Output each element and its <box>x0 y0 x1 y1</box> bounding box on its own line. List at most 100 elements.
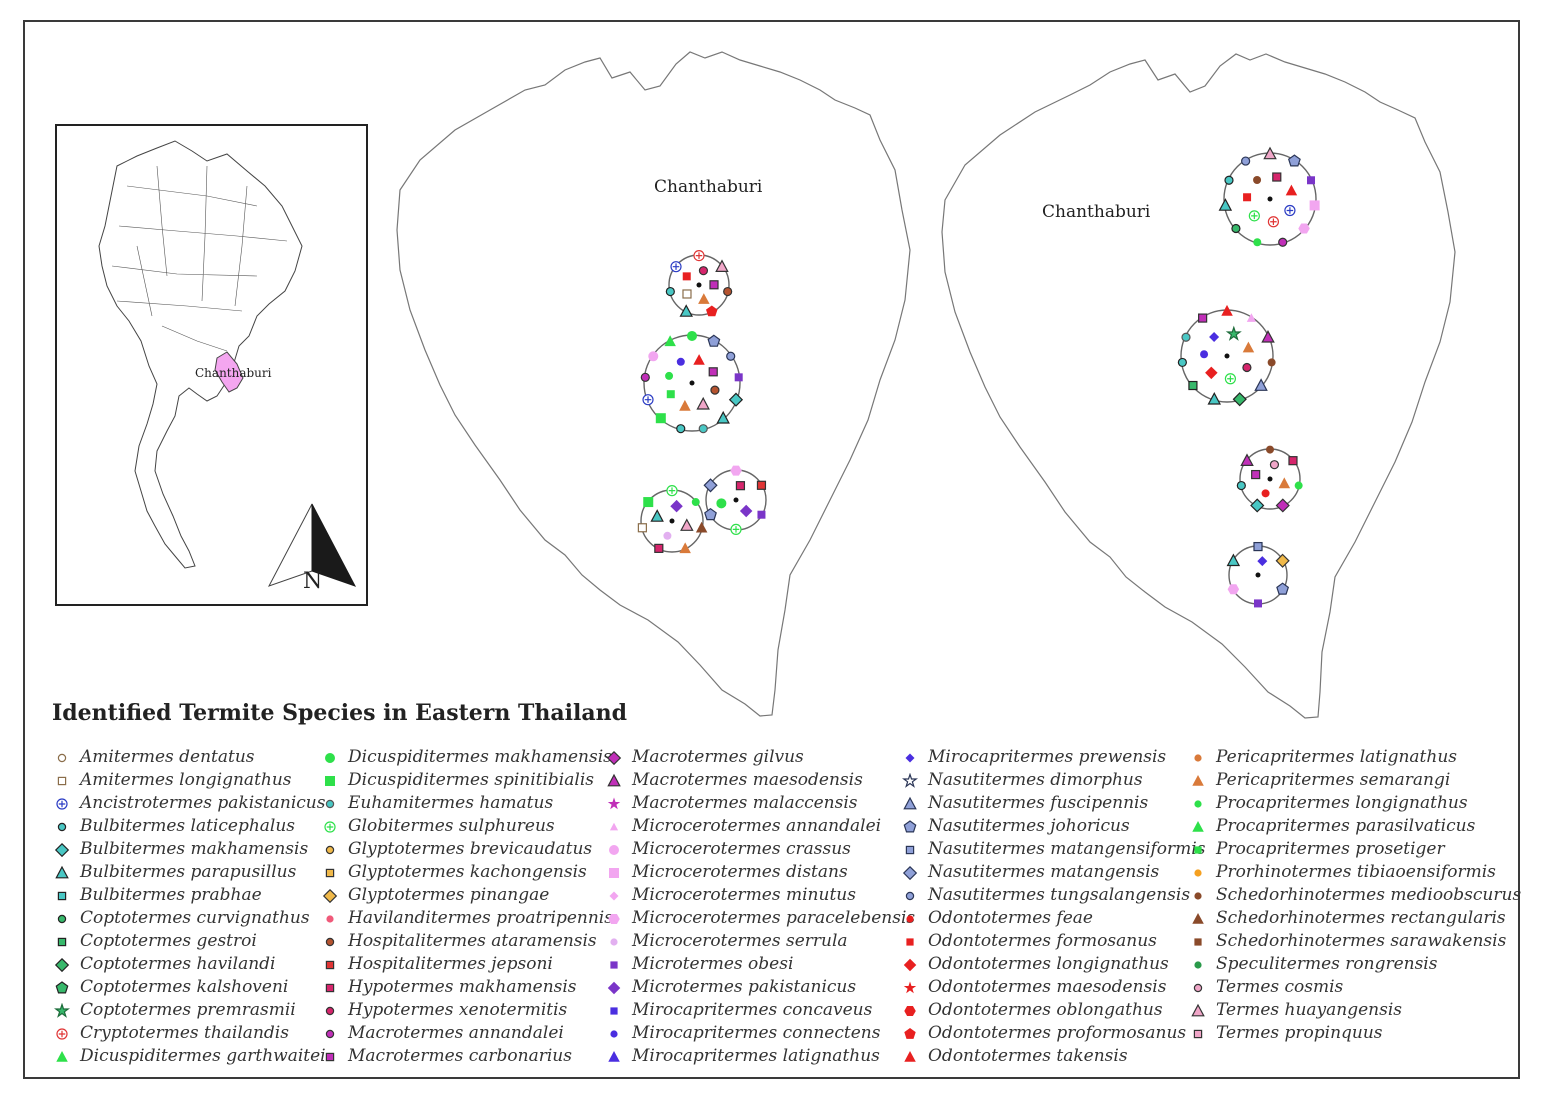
site-species-marker <box>735 481 746 491</box>
legend-label: Bulbitermes parapusillus <box>80 862 297 882</box>
site-species-marker <box>1284 204 1296 217</box>
site-species-marker <box>1287 154 1301 167</box>
legend-label: Microcerotermes annandalei <box>632 816 882 836</box>
inset-province-lines <box>111 165 288 352</box>
legend-label: Bulbitermes makhamensis <box>80 839 309 859</box>
legend-symbol-icon <box>324 821 336 833</box>
legend-label: Coptotermes havilandi <box>80 954 276 974</box>
legend-symbol-icon <box>608 914 620 924</box>
legend-symbol-icon <box>325 845 335 855</box>
legend-title: Identified Termite Species in Eastern Th… <box>52 700 627 726</box>
legend-symbol-icon <box>610 961 618 969</box>
legend-symbol-icon <box>325 753 335 763</box>
site-species-marker <box>1251 469 1261 480</box>
legend-label: Macrotermes malaccensis <box>632 793 858 813</box>
legend-label: Microcerotermes crassus <box>632 839 851 859</box>
site-species-marker <box>1188 380 1198 391</box>
site-species-marker <box>709 280 719 290</box>
site-species-marker <box>1198 313 1208 323</box>
legend-label: Odontotermes proformosanus <box>928 1023 1187 1043</box>
legend-symbol-icon <box>610 1007 618 1015</box>
chanthaburi-highlight <box>214 351 244 393</box>
legend-symbol-icon <box>322 888 338 904</box>
legend-label: Nasutitermes dimorphus <box>928 770 1143 790</box>
site-species-marker <box>1224 373 1237 385</box>
site-species-marker <box>1294 481 1303 490</box>
site-species-marker <box>1254 378 1268 391</box>
legend-symbol-icon <box>1192 913 1204 924</box>
legend-symbol-icon <box>56 1051 68 1062</box>
legend-label: Microcerotermes minutus <box>632 885 856 905</box>
north-label: N <box>303 569 322 594</box>
map-2-label: Chanthaburi <box>1042 202 1151 222</box>
site-species-marker <box>1218 198 1233 211</box>
site-species-marker <box>654 543 664 553</box>
legend-label: Mirocapritermes prewensis <box>928 747 1167 767</box>
legend-symbol-icon <box>903 958 917 972</box>
legend-symbol-icon <box>607 773 621 787</box>
legend-symbol-icon <box>902 865 918 881</box>
site-species-marker <box>716 498 727 509</box>
site-species-marker <box>1242 362 1252 373</box>
site-species-marker <box>679 542 691 554</box>
legend-symbol-icon <box>57 914 67 924</box>
legend-symbol-icon <box>325 1006 335 1016</box>
site-species-marker <box>1307 176 1316 185</box>
legend-label: Procapritermes prosetiger <box>1216 839 1445 859</box>
site-center-dot <box>1255 572 1261 578</box>
site-species-marker <box>1181 332 1191 342</box>
legend-label: Odontotermes longignathus <box>928 954 1169 974</box>
legend-label: Globitermes sulphureus <box>348 816 555 836</box>
legend-symbol-icon <box>1192 821 1204 832</box>
legend-label: Glyptotermes pinangae <box>348 885 550 905</box>
legend-symbol-icon <box>1193 983 1203 993</box>
site-species-marker <box>687 330 697 341</box>
site-species-marker <box>642 394 654 406</box>
site-species-marker <box>706 305 718 317</box>
legend-symbol-icon <box>609 822 619 831</box>
legend-label: Microcerotermes paracelebensis <box>632 908 916 928</box>
site-cluster <box>1218 146 1320 247</box>
legend-symbol-icon <box>902 773 918 788</box>
legend-symbol-icon <box>56 1028 68 1040</box>
legend-symbol-icon <box>609 868 619 878</box>
site-species-marker <box>707 334 721 347</box>
legend-label: Macrotermes gilvus <box>632 747 804 767</box>
site-species-marker <box>756 480 767 490</box>
legend-label: Procapritermes parasilvaticus <box>1216 816 1476 836</box>
legend-label: Odontotermes oblongathus <box>928 1000 1163 1020</box>
legend-symbol-icon <box>606 750 622 766</box>
site-species-marker <box>1275 553 1290 568</box>
site-center-dot <box>669 518 675 524</box>
legend-symbol-icon <box>905 891 915 901</box>
site-center-dot <box>1224 353 1230 359</box>
legend-label: Mirocapritermes latignathus <box>632 1046 880 1066</box>
legend-label: Microcerotermes serrula <box>632 931 848 951</box>
legend-symbol-icon <box>54 842 70 858</box>
site-species-marker <box>1309 200 1320 211</box>
site-species-marker <box>643 497 654 508</box>
site-species-marker <box>1240 453 1254 466</box>
site-species-marker <box>1224 175 1234 185</box>
legend-label: Hospitalitermes jepsoni <box>348 954 553 974</box>
site-species-marker <box>1231 223 1241 234</box>
legend-label: Hospitalitermes ataramensis <box>348 931 597 951</box>
legend-symbol-icon <box>55 981 69 994</box>
map-1-label: Chanthaburi <box>654 177 763 197</box>
site-species-marker <box>726 351 736 361</box>
legend-label: Coptotermes gestroi <box>80 931 257 951</box>
legend-symbol-icon <box>1194 938 1202 946</box>
site-species-marker <box>1272 172 1282 182</box>
legend-symbol-icon <box>1194 846 1202 854</box>
legend-label: Nasutitermes fuscipennis <box>928 793 1149 813</box>
legend-label: Speculitermes rongrensis <box>1216 954 1438 974</box>
site-species-marker <box>1298 223 1310 234</box>
site-species-marker <box>679 304 694 317</box>
site-species-marker <box>1254 599 1262 608</box>
site-species-marker <box>665 371 674 380</box>
site-species-marker <box>680 518 694 531</box>
legend-label: Mirocapritermes concaveus <box>632 1000 873 1020</box>
site-species-marker <box>670 499 683 513</box>
legend-label: Ancistrotermes pakistanicus <box>80 793 326 813</box>
legend-symbol-icon <box>904 1028 916 1039</box>
